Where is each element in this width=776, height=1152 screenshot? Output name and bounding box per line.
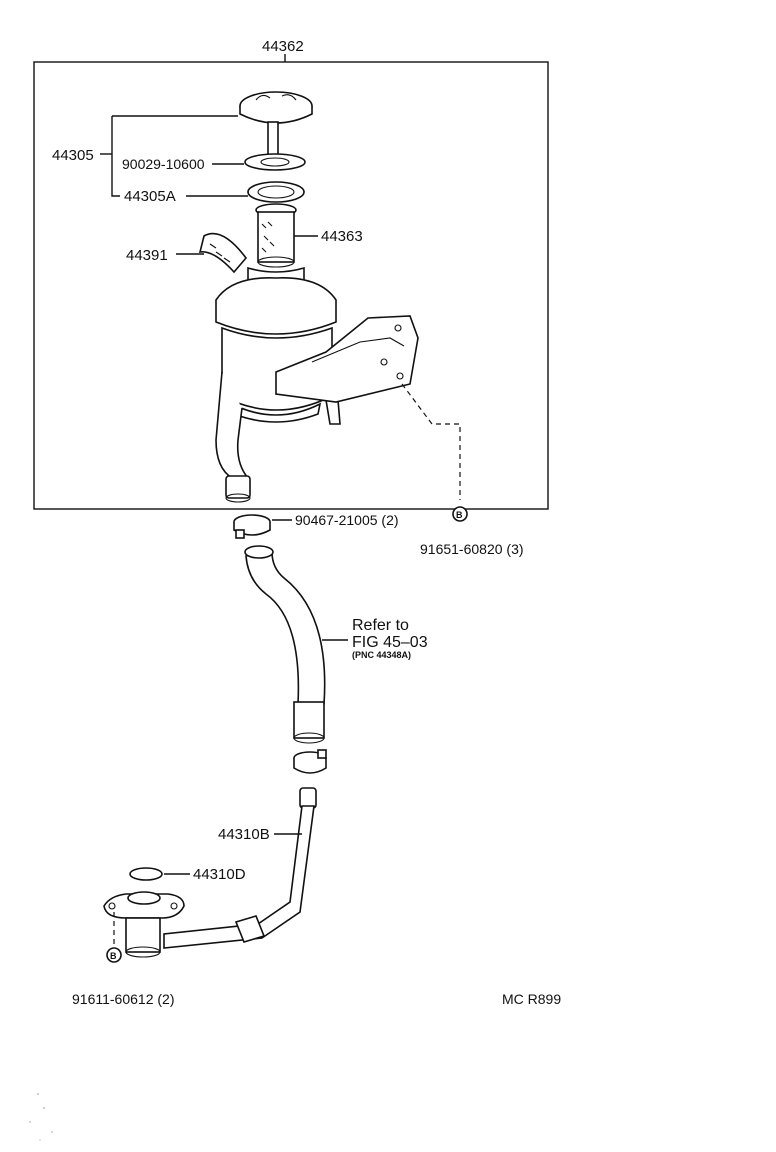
metal-tube — [163, 787, 317, 949]
svg-text:B: B — [456, 510, 463, 520]
hose-clamp-bottom — [293, 749, 327, 774]
label-ref-3: (PNC 44348A) — [352, 650, 411, 660]
label-assembly: 44362 — [262, 38, 304, 55]
label-gasket: 90029-10600 — [122, 156, 205, 172]
bracket-cap-set — [111, 116, 120, 197]
label-tube: 44310B — [218, 826, 270, 843]
cap-gasket — [244, 153, 306, 171]
label-bolt-top: 91651-60820 (3) — [420, 541, 524, 557]
hose-clamp-top — [233, 514, 271, 539]
strainer — [255, 203, 297, 268]
label-strainer: 44363 — [321, 228, 363, 245]
label-bolt-bottom: 91611-60612 (2) — [72, 991, 174, 1007]
reservoir-cap — [239, 91, 313, 159]
assembly-frame — [33, 54, 549, 510]
callout-b-top: B — [452, 506, 468, 522]
label-clip-top: 90467-21005 (2) — [295, 512, 399, 528]
o-ring — [129, 867, 163, 881]
drawing-code: MC R899 — [502, 991, 561, 1007]
union-flange — [103, 891, 185, 958]
mounting-bracket — [275, 315, 419, 403]
label-tag-number: 44391 — [126, 247, 168, 264]
return-hose — [244, 545, 326, 744]
svg-text:B: B — [110, 951, 117, 961]
label-cap-set: 44305 — [52, 147, 94, 164]
reservoir-body — [215, 266, 341, 503]
scan-specks — [29, 1093, 53, 1141]
bolt-leader-top — [401, 383, 461, 500]
label-tag — [198, 232, 248, 274]
label-ref-2: FIG 45–03 — [352, 634, 428, 651]
cap-ring — [247, 181, 305, 203]
label-ref-1: Refer to — [352, 617, 409, 634]
label-oring: 44310D — [193, 866, 246, 883]
callout-b-bottom: B — [106, 947, 122, 963]
label-cap-ring: 44305A — [124, 188, 176, 205]
